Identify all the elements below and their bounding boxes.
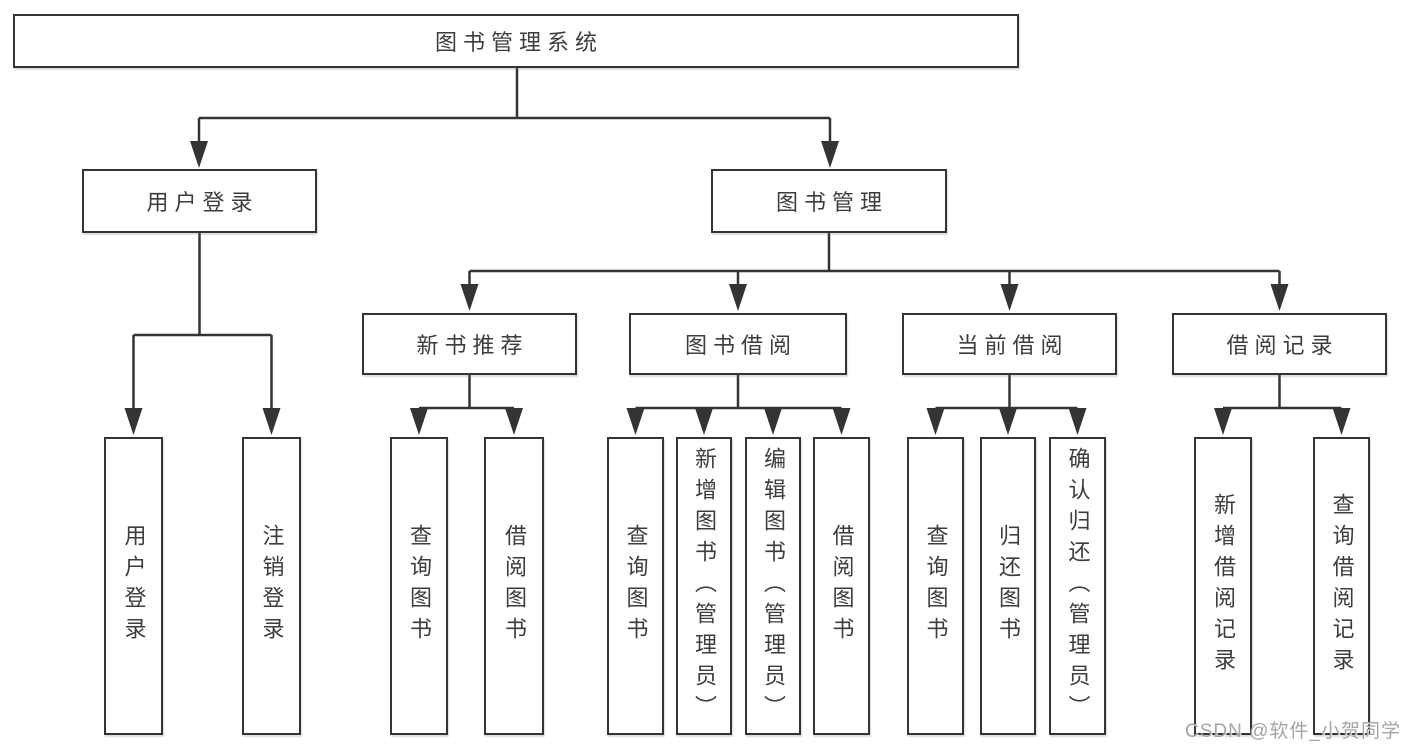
node-book-management: 图书管理: [711, 169, 947, 233]
arrowhead-icon: [926, 408, 945, 435]
arrowhead-icon: [1214, 408, 1232, 435]
leaf-query-books-1-label: 查询图书: [407, 524, 432, 648]
node-book-borrow-label: 图书借阅: [684, 333, 797, 358]
leaf-borrow-books-1: 借阅图书: [484, 437, 544, 735]
arrowhead-icon: [821, 141, 839, 168]
node-user-login: 用户登录: [82, 169, 317, 233]
leaf-return-books-label: 归还图书: [996, 524, 1021, 648]
arrowhead-icon: [1000, 284, 1019, 311]
arrowhead-icon: [626, 408, 645, 435]
leaf-logout-label: 注销登录: [259, 524, 285, 648]
arrowhead-icon: [505, 408, 523, 435]
connector-recommend-to-leaves: [410, 375, 523, 435]
leaf-add-books-admin-label: 新增图书（管理员）: [692, 446, 717, 726]
arrowhead-icon: [695, 408, 713, 435]
leaf-query-books-2: 查询图书: [607, 437, 664, 735]
leaf-borrow-books-1-label: 借阅图书: [502, 524, 527, 648]
node-user-login-label: 用户登录: [146, 190, 259, 215]
leaf-query-books-3-label: 查询图书: [923, 524, 949, 648]
connector-borrow-to-leaves: [626, 375, 851, 435]
node-book-management-label: 图书管理: [775, 190, 888, 215]
connector-current-to-leaves: [926, 375, 1087, 435]
leaf-add-borrow-record-label: 新增借阅记录: [1211, 493, 1236, 679]
node-current-borrow: 当前借阅: [902, 313, 1117, 375]
node-book-borrow: 图书借阅: [629, 313, 847, 375]
connector-root-to-level2: [190, 68, 839, 168]
leaf-query-borrow-record: 查询借阅记录: [1313, 437, 1370, 735]
node-borrow-records-label: 借阅记录: [1226, 333, 1339, 358]
leaf-query-borrow-record-label: 查询借阅记录: [1329, 493, 1355, 679]
leaf-add-books-admin: 新增图书（管理员）: [676, 437, 732, 735]
arrowhead-icon: [190, 141, 208, 168]
leaf-query-books-1: 查询图书: [390, 437, 448, 735]
csdn-watermark: CSDN @软件_小贺同学: [1185, 721, 1401, 742]
leaf-edit-books-admin-label: 编辑图书（管理员）: [761, 446, 786, 726]
leaf-user-login: 用户登录: [104, 437, 163, 735]
node-new-book-recommend: 新书推荐: [362, 313, 577, 375]
leaf-borrow-books-2: 借阅图书: [813, 437, 870, 735]
leaf-confirm-return-admin-label: 确认归还（管理员）: [1065, 446, 1091, 726]
leaf-logout: 注销登录: [242, 437, 301, 735]
arrowhead-icon: [729, 284, 747, 311]
node-root-label: 图书管理系统: [434, 30, 603, 55]
arrowhead-icon: [999, 408, 1017, 435]
leaf-query-books-3: 查询图书: [907, 437, 964, 735]
leaf-add-borrow-record: 新增借阅记录: [1194, 437, 1252, 735]
connector-login-to-leaves: [124, 233, 281, 435]
node-borrow-records: 借阅记录: [1172, 313, 1387, 375]
node-current-borrow-label: 当前借阅: [956, 333, 1069, 358]
leaf-borrow-books-2-label: 借阅图书: [829, 524, 855, 648]
arrowhead-icon: [832, 408, 851, 435]
node-new-book-recommend-label: 新书推荐: [416, 333, 529, 358]
leaf-query-books-2-label: 查询图书: [623, 524, 649, 648]
leaf-confirm-return-admin: 确认归还（管理员）: [1049, 437, 1106, 735]
arrowhead-icon: [1270, 284, 1289, 311]
leaf-return-books: 归还图书: [980, 437, 1036, 735]
connector-mgmt-to-level3: [460, 233, 1289, 311]
arrowhead-icon: [764, 408, 782, 435]
leaf-edit-books-admin: 编辑图书（管理员）: [745, 437, 801, 735]
arrowhead-icon: [410, 408, 428, 435]
leaf-user-login-label: 用户登录: [121, 524, 147, 648]
connector-records-to-leaves: [1214, 375, 1351, 435]
node-root-system: 图书管理系统: [13, 14, 1019, 68]
arrowhead-icon: [460, 284, 479, 311]
arrowhead-icon: [262, 408, 281, 435]
arrowhead-icon: [124, 408, 143, 435]
arrowhead-icon: [1068, 408, 1087, 435]
arrowhead-icon: [1332, 408, 1351, 435]
